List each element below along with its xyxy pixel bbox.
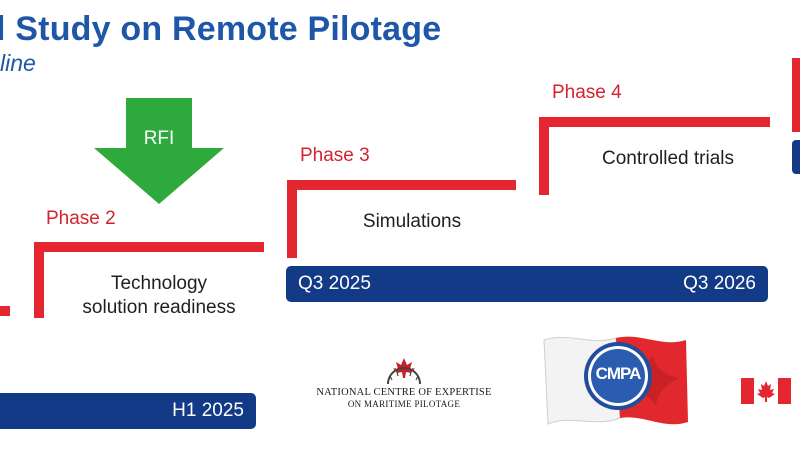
maple-leaf-wheel-icon: [387, 358, 421, 385]
phase-3-description: Simulations: [362, 211, 462, 232]
timeline-bar-h1-right: H1 2025: [172, 400, 244, 421]
rfi-label: RFI: [143, 128, 175, 149]
ncemp-logo: NATIONAL CENTRE OF EXPERTISE ON MARITIME…: [312, 356, 496, 416]
canada-flag-icon: [741, 378, 791, 404]
ncemp-line-2: ON MARITIME PILOTAGE: [347, 399, 461, 409]
phase-4-step-riser: [539, 117, 549, 195]
cmpa-letters: CMPA: [595, 364, 642, 383]
page-subtitle: line: [0, 50, 36, 76]
timeline-bar-q3-left: Q3 2025: [298, 273, 371, 294]
ncemp-line-1: NATIONAL CENTRE OF EXPERTISE: [316, 387, 492, 398]
phase-2-step-top: [34, 242, 264, 252]
rfi-arrow-shape: [94, 98, 224, 204]
phase-2-step-riser: [34, 242, 44, 318]
phase-2-line-2: solution readiness: [82, 297, 236, 318]
phase-5-step-riser: [792, 58, 800, 132]
timeline-bar-q3-2025-q3-2026: Q3 2025 Q3 2026: [286, 266, 768, 302]
phase-2-label: Phase 2: [46, 208, 116, 229]
phase-3-step-riser: [287, 180, 297, 258]
phase-2-line-1: Technology: [110, 273, 208, 294]
rfi-arrow: RFI: [94, 98, 224, 204]
timeline-bar-h1-2025: H1 2025: [0, 393, 256, 429]
phase-3-label: Phase 3: [300, 145, 370, 166]
phase-2-description: Technology solution readiness: [54, 272, 264, 320]
canada-flag: [741, 378, 791, 404]
phase-5-bar-remnant: [792, 140, 800, 174]
phase-4-step-top: [539, 117, 770, 127]
phase-4-label: Phase 4: [552, 82, 622, 103]
phase-3-step-top: [287, 180, 516, 190]
cmpa-flag-icon: [543, 336, 688, 425]
timeline-bar-q3-right: Q3 2026: [683, 273, 756, 294]
phase-4-description: Controlled trials: [602, 148, 734, 169]
cmpa-logo: CMPA: [540, 332, 690, 432]
page-title: l Study on Remote Pilotage: [0, 10, 442, 48]
phase-1-step-top: [0, 306, 10, 316]
